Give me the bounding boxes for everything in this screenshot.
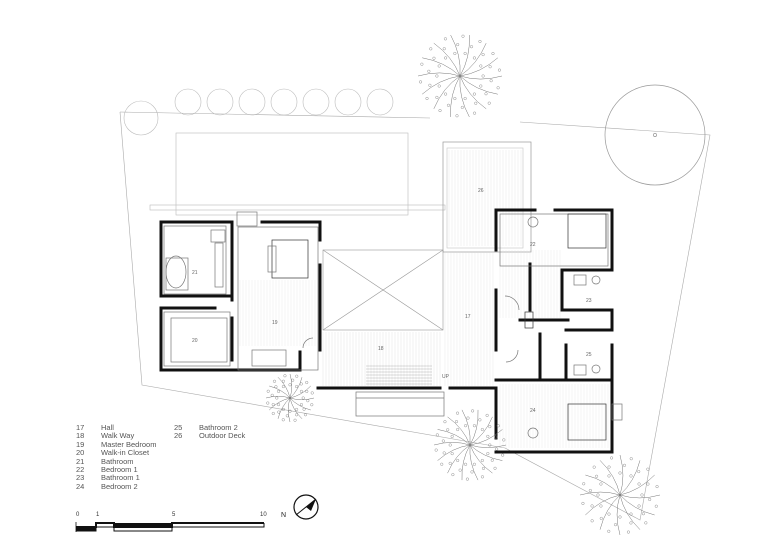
room-label-bedroom1: 22 <box>530 242 536 248</box>
room-label-walkway: 18 <box>378 346 384 352</box>
scale-tick-10: 10 <box>260 512 267 518</box>
outdoor-deck <box>442 141 532 253</box>
legend-num: 19 <box>76 439 85 449</box>
legend-num: 17 <box>76 423 85 432</box>
tree-icon <box>579 454 661 536</box>
room-label-master-bedroom: 19 <box>272 320 278 326</box>
legend-label: Walk Way <box>101 431 135 441</box>
hedge-row <box>123 88 394 136</box>
legend-num: 21 <box>76 456 85 466</box>
room-label-deck: 26 <box>478 188 484 194</box>
room-label-bedroom2: 24 <box>530 408 536 414</box>
legend-num: 24 <box>76 481 85 491</box>
legend-label: Walk-in Closet <box>101 448 150 458</box>
legend-num: 23 <box>76 473 85 483</box>
legend-num: 22 <box>76 464 85 474</box>
tree-icon <box>265 373 315 423</box>
legend-label: Bedroom 1 <box>101 464 138 474</box>
legend-num: 25 <box>174 423 183 432</box>
courtyard <box>322 249 444 331</box>
room-label-bathroom1: 23 <box>586 298 592 304</box>
scale-tick-5: 5 <box>172 512 176 518</box>
scale-bar: 0 1 5 10 <box>74 512 274 536</box>
legend-label: Outdoor Deck <box>199 431 246 441</box>
room-label-closet: 20 <box>192 338 198 344</box>
scale-tick-1: 1 <box>96 512 100 518</box>
master-bedroom-floor <box>239 280 316 346</box>
legend-num: 20 <box>76 448 85 458</box>
interior-lines <box>163 211 623 441</box>
bedroom2-floor <box>499 384 609 448</box>
room-label-bathroom2: 25 <box>586 352 592 358</box>
hall-planks <box>444 252 494 386</box>
trees <box>265 34 661 536</box>
legend-num: 26 <box>174 431 183 441</box>
legend-label: Master Bedroom <box>101 439 157 449</box>
walkway-planks <box>322 332 441 386</box>
stair-treads <box>366 365 432 385</box>
legend-label: Bedroom 2 <box>101 481 138 491</box>
legend-label: Bathroom <box>101 456 134 466</box>
scale-tick-0: 0 <box>76 512 80 518</box>
tree-icon <box>417 34 503 118</box>
lawn-outline <box>149 132 446 216</box>
room-label-hall: 17 <box>465 314 471 320</box>
legend-label: Bathroom 1 <box>101 473 140 483</box>
tree-icon <box>433 409 507 481</box>
room-label-bathroom: 21 <box>192 270 198 276</box>
legend-label: Hall <box>101 423 114 432</box>
walls <box>159 208 614 454</box>
legend-label: Bathroom 2 <box>199 423 238 432</box>
north-label: N <box>281 512 287 519</box>
north-arrow <box>293 494 319 520</box>
deck-planks <box>448 150 522 246</box>
scale-bar-graphic <box>75 522 265 532</box>
legend-num: 18 <box>76 431 85 441</box>
large-tree <box>604 84 706 186</box>
stair-up-label: UP <box>442 374 450 380</box>
site-boundary <box>119 111 711 521</box>
